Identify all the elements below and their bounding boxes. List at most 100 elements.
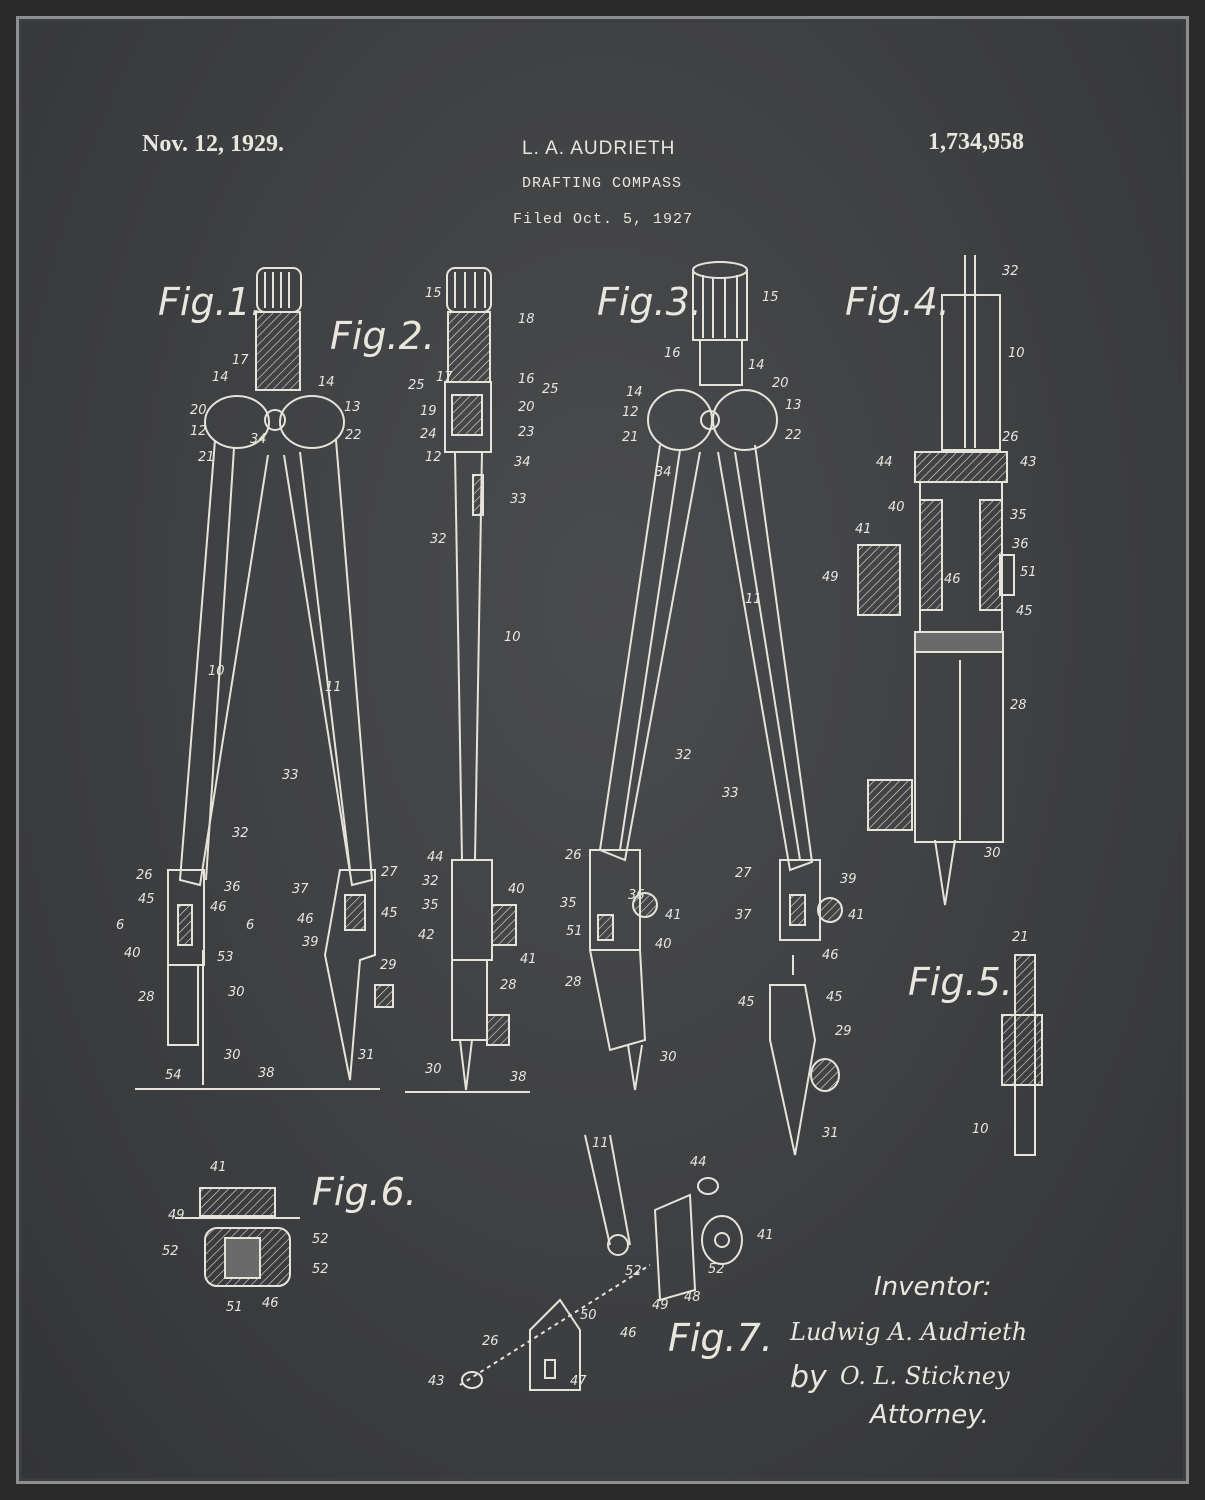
callout: 40 (655, 937, 672, 952)
callout: 14 (748, 358, 765, 373)
callout: 52 (625, 1264, 642, 1279)
filed-date: Filed Oct. 5, 1927 (513, 211, 694, 228)
callout: 11 (325, 680, 342, 695)
callout: 17 (232, 353, 249, 368)
callout: 43 (1020, 455, 1037, 470)
fig-7-label: Fig.7. (668, 1316, 773, 1360)
callout: 40 (888, 500, 905, 515)
callout: 14 (318, 375, 335, 390)
callout: 40 (124, 946, 141, 961)
callout: 33 (510, 492, 527, 507)
callout: 32 (430, 532, 447, 547)
callout: 15 (425, 286, 442, 301)
callout: 39 (302, 935, 319, 950)
callout: 34 (250, 432, 267, 447)
callout: 27 (735, 866, 752, 881)
callout: 22 (345, 428, 362, 443)
fig-5-section-drawing (1001, 954, 1043, 1156)
callout: 12 (190, 424, 207, 439)
callout: 11 (745, 592, 762, 607)
callout: 28 (500, 978, 517, 993)
callout: 33 (722, 786, 739, 801)
callout: 29 (380, 958, 397, 973)
fig-5-label: Fig.5. (908, 960, 1013, 1004)
callout: 10 (504, 630, 521, 645)
callout: 28 (138, 990, 155, 1005)
callout: 6 (116, 918, 125, 933)
inventor-label: Inventor: (874, 1272, 992, 1302)
callout: 20 (190, 403, 207, 418)
callout: 21 (622, 430, 639, 445)
callout: 27 (381, 865, 398, 880)
fig-1-label: Fig.1. (158, 280, 263, 324)
callout: 32 (422, 874, 439, 889)
callout: 17 (436, 370, 453, 385)
callout: 46 (944, 572, 961, 587)
callout: 10 (1008, 346, 1025, 361)
callout: 52 (312, 1232, 329, 1247)
fig-3-compass-drawing (589, 261, 843, 1156)
callout: 16 (664, 346, 681, 361)
inventor-header: L. A. AUDRIETH (522, 138, 676, 159)
callout: 44 (876, 455, 893, 470)
callout: 25 (408, 378, 425, 393)
by-label: by (790, 1360, 827, 1395)
callout: 52 (708, 1262, 725, 1277)
callout: 38 (258, 1066, 275, 1081)
patent-date: Nov. 12, 1929. (142, 131, 285, 157)
callout: 40 (508, 882, 525, 897)
callout: 52 (312, 1262, 329, 1277)
fig-1-compass-drawing (135, 267, 394, 1090)
callout: 54 (165, 1068, 182, 1083)
callout: 37 (735, 908, 752, 923)
callout: 45 (826, 990, 843, 1005)
callout: 28 (565, 975, 582, 990)
callout: 20 (518, 400, 535, 415)
callout: 23 (518, 425, 535, 440)
callout: 51 (1020, 565, 1037, 580)
callout: 42 (418, 928, 435, 943)
callout: 41 (848, 908, 865, 923)
fig-2-compass-drawing (405, 267, 530, 1093)
patent-number: 1,734,958 (928, 129, 1024, 155)
callout: 30 (224, 1048, 241, 1063)
callout: 30 (660, 1050, 677, 1065)
callout: 18 (518, 312, 535, 327)
callout: 20 (772, 376, 789, 391)
fig-7-exploded-drawing (459, 1134, 743, 1391)
callout: 53 (217, 950, 234, 965)
fig-2-label: Fig.2. (330, 314, 435, 358)
callout: 46 (620, 1326, 637, 1341)
callout: 14 (212, 370, 229, 385)
callout: 44 (427, 850, 444, 865)
callout: 51 (566, 924, 583, 939)
callout: 41 (855, 522, 872, 537)
callout: 10 (208, 664, 225, 679)
callout: 45 (138, 892, 155, 907)
callout: 38 (510, 1070, 527, 1085)
callout: 45 (738, 995, 755, 1010)
callout: 10 (972, 1122, 989, 1137)
callout: 12 (622, 405, 639, 420)
callout: 22 (785, 428, 802, 443)
callout: 24 (420, 427, 437, 442)
callout: 11 (592, 1136, 609, 1151)
callout: 52 (162, 1244, 179, 1259)
callout: 26 (136, 868, 153, 883)
callout: 43 (428, 1374, 445, 1389)
callout: 14 (626, 385, 643, 400)
callout: 32 (232, 826, 249, 841)
callout: 49 (168, 1208, 185, 1223)
callout: 46 (262, 1296, 279, 1311)
callout: 13 (785, 398, 802, 413)
callout: 30 (228, 985, 245, 1000)
callout: 21 (198, 450, 215, 465)
callout: 35 (422, 898, 439, 913)
callout: 36 (1012, 537, 1029, 552)
callout: 49 (652, 1298, 669, 1313)
inventor-signature: Ludwig A. Audrieth (790, 1318, 1028, 1346)
callout: 19 (420, 404, 437, 419)
callout: 31 (822, 1126, 839, 1141)
callout: 16 (518, 372, 535, 387)
